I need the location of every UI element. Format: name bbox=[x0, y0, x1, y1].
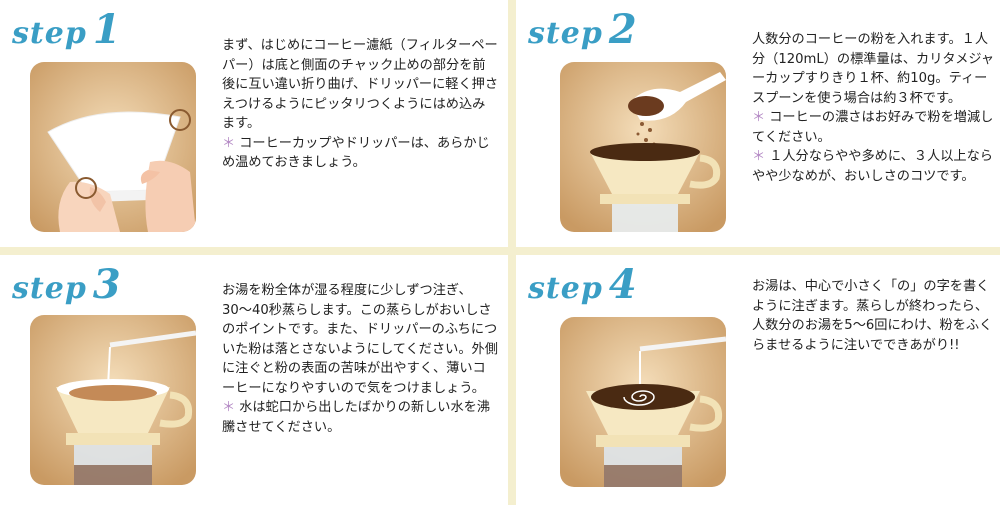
step-4-title: step 4 bbox=[528, 261, 637, 308]
step-2-description: 人数分のコーヒーの粉を入れます。１人分（120mL）の標準量は、カリタメジャーカ… bbox=[752, 30, 996, 186]
step-2-panel: step 2 bbox=[516, 0, 1000, 247]
step-number: 4 bbox=[608, 261, 637, 308]
step-1-note: ＊コーヒーカップやドリッパーは、あらかじめ温めておきましょう。 bbox=[222, 134, 498, 173]
coffee-powder-illustration bbox=[560, 62, 726, 232]
step-3-title: step 3 bbox=[12, 261, 121, 308]
step-number: 3 bbox=[92, 261, 121, 308]
step-1-description: まず、はじめにコーヒー濾紙（フィルターペーパー）は底と側面のチャック止めの部分を… bbox=[222, 36, 498, 173]
step-2-paragraph: 人数分のコーヒーの粉を入れます。１人分（120mL）の標準量は、カリタメジャーカ… bbox=[752, 32, 995, 106]
note-text: 水は蛇口から出したばかりの新しい水を沸騰させてください。 bbox=[222, 400, 491, 435]
step-1-title: step 1 bbox=[12, 6, 121, 53]
step-word: step bbox=[528, 16, 603, 51]
dripper-pour-image bbox=[560, 317, 726, 487]
note-text: コーヒーの濃さはお好みで粉を増減してください。 bbox=[752, 110, 994, 145]
step-word: step bbox=[12, 271, 87, 306]
step-4-panel: step 4 お湯は、中心で小さく「の」の字を書く bbox=[516, 255, 1000, 505]
step-2-note: ＊１人分ならやや多めに、３人以上ならやや少なめが、おいしさのコツです。 bbox=[752, 147, 996, 186]
note-text: コーヒーカップやドリッパーは、あらかじめ温めておきましょう。 bbox=[222, 135, 490, 171]
step-2-note: ＊コーヒーの濃さはお好みで粉を増減してください。 bbox=[752, 108, 996, 147]
step-1-paragraph: まず、はじめにコーヒー濾紙（フィルターペーパー）は底と側面のチャック止めの部分を… bbox=[222, 38, 499, 131]
step-4-description: お湯は、中心で小さく「の」の字を書くように注ぎます。蒸らしが終わったら、人数分の… bbox=[752, 277, 996, 355]
note-text: １人分ならやや多めに、３人以上ならやや少なめが、おいしさのコツです。 bbox=[752, 149, 993, 184]
step-3-paragraph: お湯を粉全体が湿る程度に少しずつ注ぎ、30〜40秒蒸らします。この蒸らしがおいし… bbox=[222, 283, 498, 396]
dripper-powder-image bbox=[560, 62, 726, 232]
step-number: 2 bbox=[608, 6, 637, 53]
step-4-paragraph: お湯は、中心で小さく「の」の字を書くように注ぎます。蒸らしが終わったら、人数分の… bbox=[752, 279, 993, 353]
filter-paper-illustration bbox=[30, 62, 196, 232]
asterisk-icon: ＊ bbox=[222, 400, 236, 415]
step-3-description: お湯を粉全体が湿る程度に少しずつ注ぎ、30〜40秒蒸らします。この蒸らしがおいし… bbox=[222, 281, 498, 437]
step-3-note: ＊水は蛇口から出したばかりの新しい水を沸騰させてください。 bbox=[222, 398, 498, 437]
asterisk-icon: ＊ bbox=[752, 110, 766, 125]
steaming-illustration bbox=[30, 315, 196, 485]
pouring-illustration bbox=[560, 317, 726, 487]
step-word: step bbox=[12, 16, 87, 51]
step-3-panel: step 3 お湯を粉全体が湿る程度に少しずつ注ぎ、30〜40秒 bbox=[0, 255, 508, 505]
asterisk-icon: ＊ bbox=[752, 149, 766, 164]
step-2-title: step 2 bbox=[528, 6, 637, 53]
asterisk-icon: ＊ bbox=[222, 135, 236, 151]
step-number: 1 bbox=[92, 6, 121, 53]
filter-paper-hands-image bbox=[30, 62, 196, 232]
dripper-steam-image bbox=[30, 315, 196, 485]
step-1-panel: step 1 まず、はじめにコーヒー濾紙（フィルタ bbox=[0, 0, 508, 247]
step-word: step bbox=[528, 271, 603, 306]
